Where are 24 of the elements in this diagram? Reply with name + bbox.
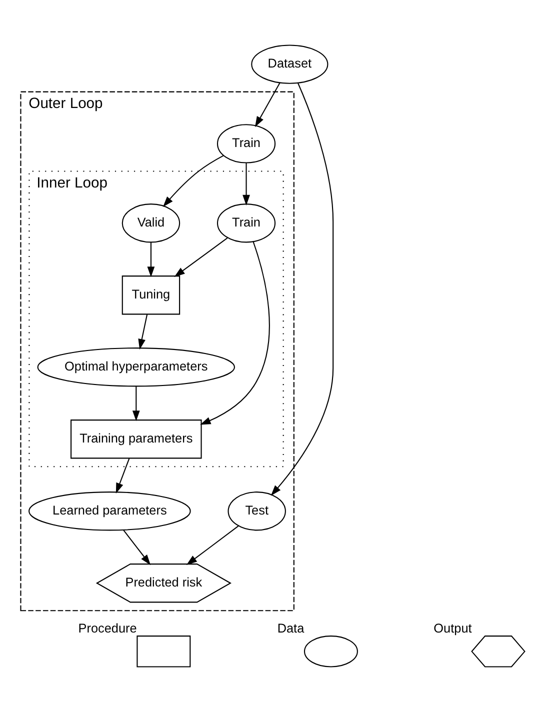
- arrow: [254, 82, 280, 127]
- node-ellipse: Test: [228, 491, 286, 530]
- arrow: [123, 529, 151, 565]
- arrow: [270, 82, 334, 496]
- node-ellipse: Train: [216, 203, 276, 242]
- arrow: [200, 241, 270, 424]
- arrow: [174, 237, 228, 276]
- node-ellipse: Dataset: [251, 44, 328, 84]
- node-ellipse: Optimal hyperparameters: [37, 347, 236, 386]
- legend-label: Data: [277, 620, 304, 635]
- arrow: [132, 386, 140, 421]
- node-box: Tuning: [122, 275, 180, 314]
- arrow: [147, 242, 155, 277]
- node-ellipse: Valid: [122, 203, 180, 242]
- node-ellipse: Train: [216, 124, 276, 163]
- arrow: [162, 154, 224, 206]
- arrow: [116, 458, 130, 494]
- arrow: [242, 162, 250, 205]
- node-ellipse: Learned parameters: [28, 491, 191, 530]
- legend-label: Output: [434, 620, 472, 635]
- arrow: [138, 314, 148, 350]
- arrow: [186, 525, 239, 564]
- node-box: Training parameters: [70, 419, 202, 458]
- legend-label: Procedure: [78, 620, 137, 635]
